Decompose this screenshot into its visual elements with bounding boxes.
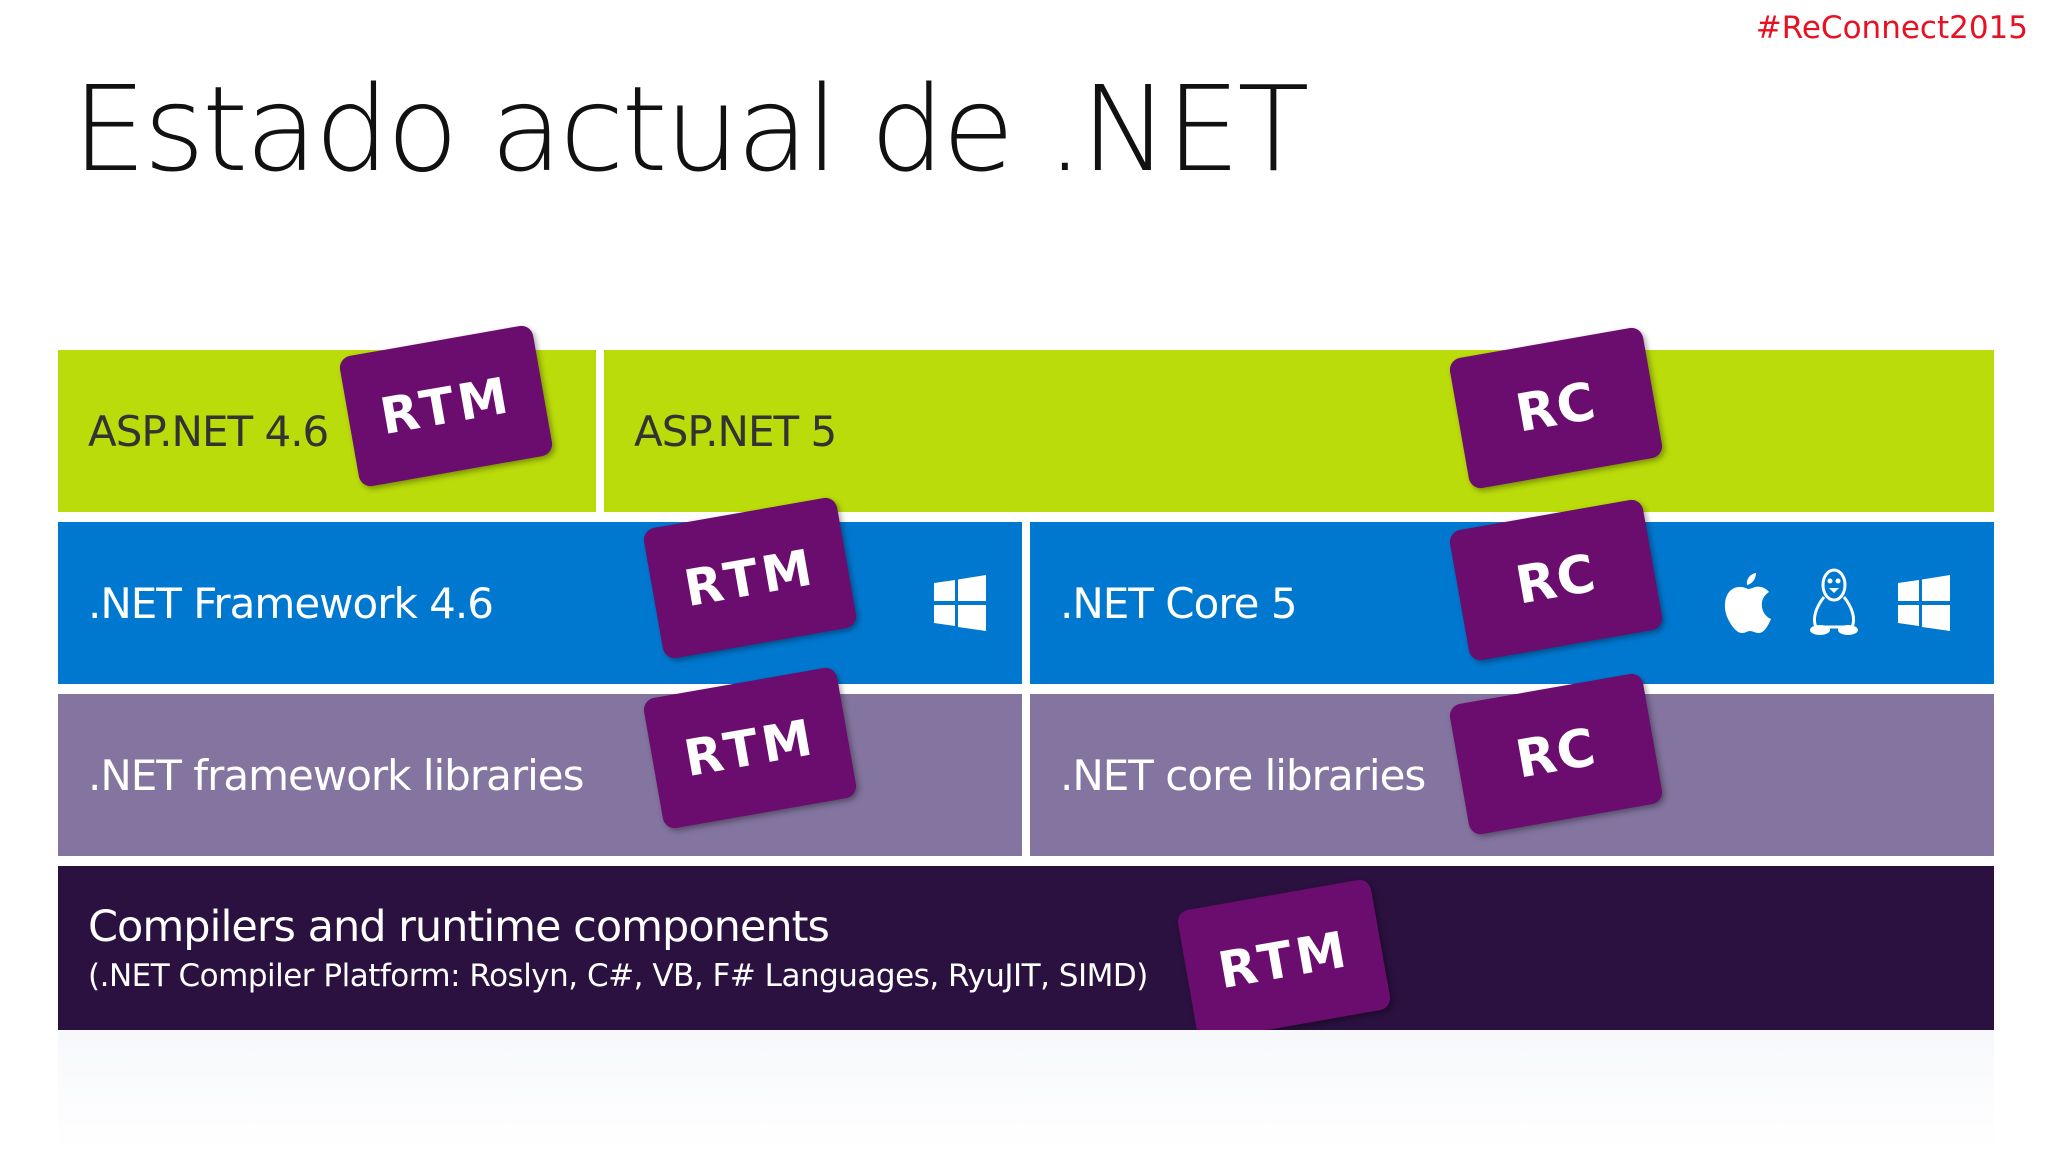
compilers-runtime-sublabel: (.NET Compiler Platform: Roslyn, C#, VB,… — [88, 958, 1148, 994]
aspnet-5-label: ASP.NET 5 — [634, 406, 837, 456]
compilers-runtime-block: Compilers and runtime components (.NET C… — [58, 866, 1994, 1030]
apple-icon — [1720, 570, 1776, 636]
aspnet-5-block: ASP.NET 5 — [604, 350, 1994, 512]
net-core-5-block: .NET Core 5 — [1030, 522, 1994, 684]
net-core-libraries-label: .NET core libraries — [1060, 750, 1426, 800]
linux-icon — [1806, 566, 1862, 638]
net-framework-libraries-label: .NET framework libraries — [88, 750, 585, 800]
net-core-5-label: .NET Core 5 — [1060, 578, 1298, 628]
slide-title: Estado actual de .NET — [72, 60, 1309, 198]
windows-icon — [1896, 572, 1952, 634]
dotnet-stack-diagram: ASP.NET 4.6 ASP.NET 5 .NET Framework 4.6… — [58, 323, 1994, 1043]
net-framework-46-block: .NET Framework 4.6 — [58, 522, 1022, 684]
hashtag: #ReConnect2015 — [1755, 10, 2028, 46]
compilers-runtime-label: Compilers and runtime components — [88, 902, 830, 952]
net-framework-libraries-block: .NET framework libraries — [58, 694, 1022, 856]
aspnet-46-label: ASP.NET 4.6 — [88, 406, 329, 456]
windows-icon — [932, 572, 988, 634]
footer-area — [58, 1030, 1994, 1152]
net-framework-46-label: .NET Framework 4.6 — [88, 578, 494, 628]
